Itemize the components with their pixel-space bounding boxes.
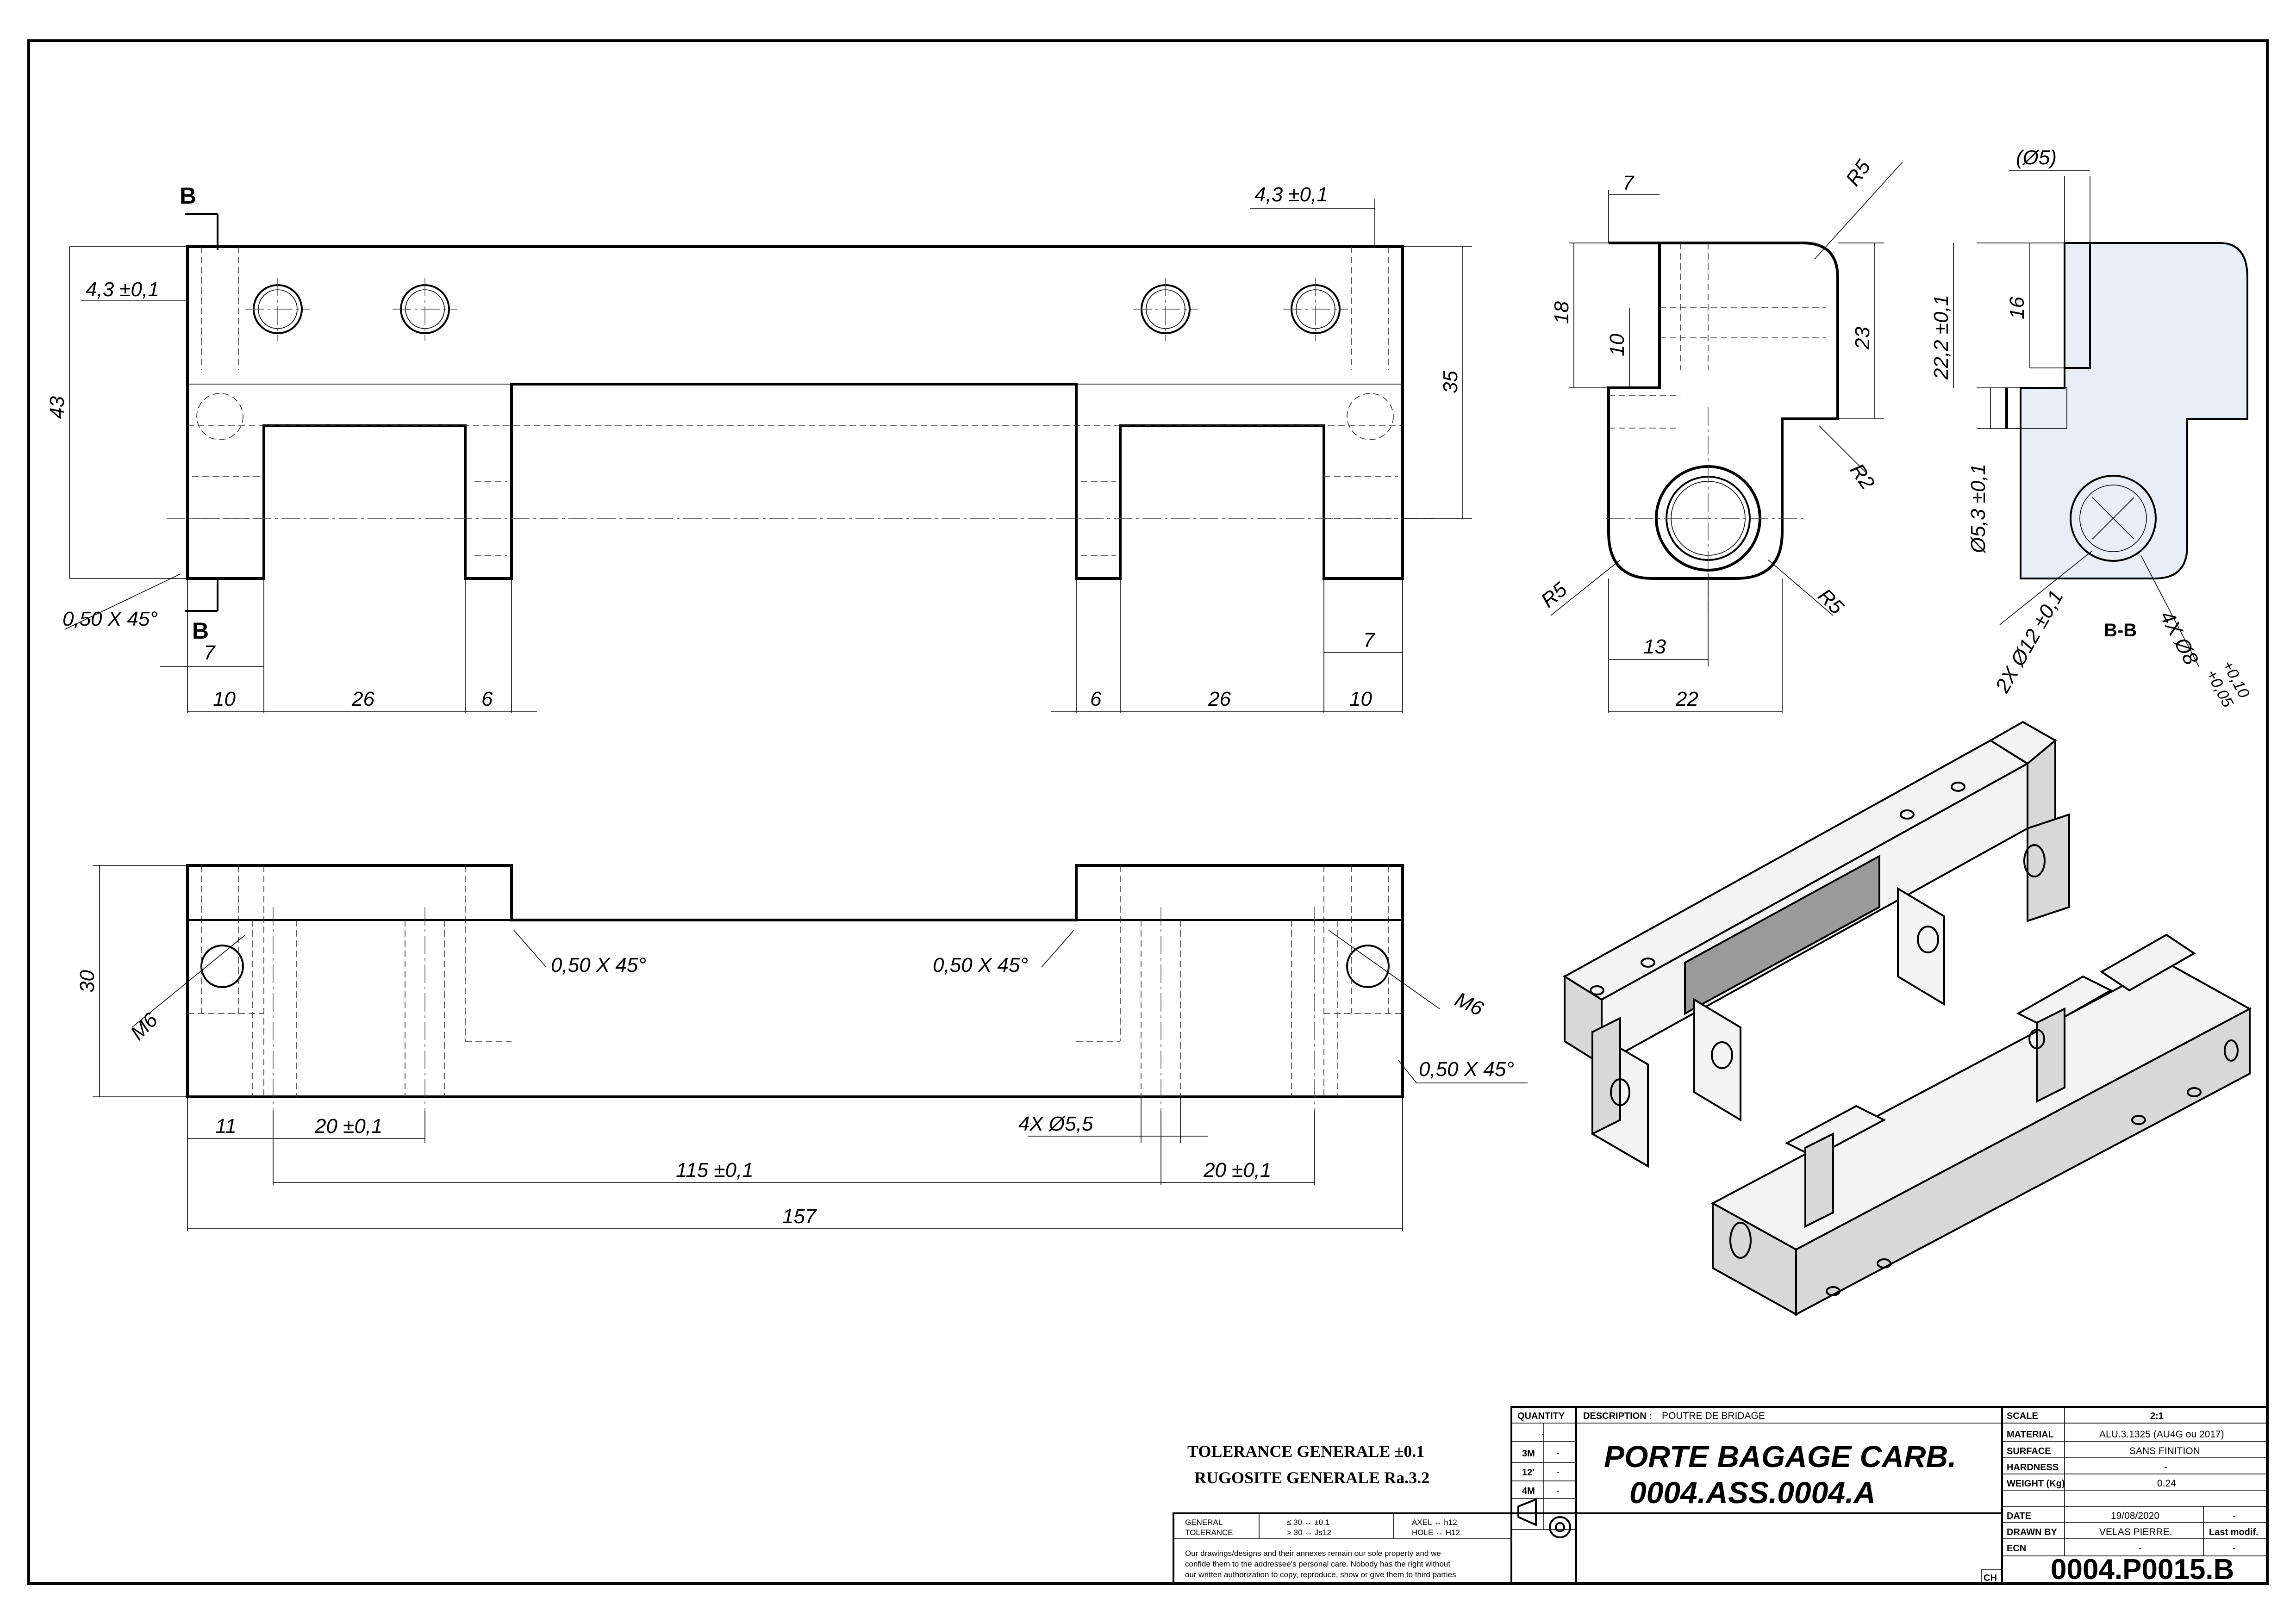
dim-label: 43 <box>46 396 69 419</box>
dim-label: R2 <box>1846 460 1879 494</box>
quantity-row-key: 3M <box>1522 1449 1535 1459</box>
weight-label: WEIGHT (Kg) <box>2007 1479 2065 1489</box>
general-tolerance-note: TOLERANCE GENERALE ±0.1 <box>1187 1442 1424 1461</box>
dim-label: 20 ±0,1 <box>314 1115 382 1138</box>
front-view: B B 4,3 ±0,1 4,3 ±0,1 43 35 0,50 X 45° 7… <box>46 183 1472 713</box>
dim-label: 4X Ø8 <box>2155 607 2202 669</box>
drawing-assembly-number: 0004.ASS.0004.A <box>1629 1475 1876 1510</box>
dim-label: 2X Ø12 ±0,1 <box>1991 586 2068 697</box>
general-tol-label: TOLERANCE <box>1185 1528 1233 1537</box>
dim-label: 22 <box>1675 688 1698 710</box>
top-view: 30 M6 M6 0,50 X 45° 0,50 X 45° 0,50 X 45… <box>76 864 1528 1231</box>
scale-label: SCALE <box>2007 1411 2038 1421</box>
dim-label: 11 <box>215 1115 237 1138</box>
dim-label: 6 <box>481 688 493 710</box>
dim-label: 26 <box>351 688 374 710</box>
ecn-label: ECN <box>2007 1543 2026 1554</box>
general-tol-hole: HOLE ↔ H12 <box>1412 1528 1460 1537</box>
dim-label: 115 ±0,1 <box>676 1159 754 1181</box>
legal-notice: our written authorization to copy, repro… <box>1185 1570 1456 1579</box>
quantity-row-value: - <box>1556 1448 1560 1459</box>
dim-label: 20 ±0,1 <box>1203 1159 1271 1181</box>
quantity-value: - <box>1541 1429 1545 1439</box>
weight-value: 0.24 <box>2157 1478 2176 1489</box>
quantity-label: QUANTITY <box>1517 1411 1565 1421</box>
dim-label: 10 <box>1606 334 1628 356</box>
drawing-title: PORTE BAGAGE CARB. <box>1604 1439 1957 1474</box>
dim-label: 13 <box>1643 635 1666 658</box>
section-label: B-B <box>2104 620 2137 640</box>
dim-label: 4X Ø5,5 <box>1018 1113 1093 1135</box>
material-label: MATERIAL <box>2007 1430 2054 1440</box>
scale-value: 2:1 <box>2150 1411 2164 1421</box>
projection-symbol-circle <box>1549 1516 1571 1538</box>
general-tol-row: ≤ 30 ↔ ±0.1 <box>1287 1518 1329 1527</box>
dim-label: R5 <box>1814 584 1848 619</box>
surface-roughness-note: RUGOSITE GENERALE Ra.3.2 <box>1194 1468 1429 1487</box>
last-modif-label: Last modif. <box>2209 1527 2259 1537</box>
dim-label: 6 <box>1090 688 1102 710</box>
side-view: 7 18 10 23 13 22 R5 R2 R5 R5 <box>1537 155 1903 713</box>
dim-label: 10 <box>213 688 236 710</box>
dim-label: Ø5,3 ±0,1 <box>1967 464 1990 554</box>
dim-label: 10 <box>1349 688 1372 710</box>
section-view: (Ø5) 16 22,2 ±0,1 Ø5,3 ±0,1 2X Ø12 ±0,1 … <box>1930 146 2253 710</box>
surface-label: SURFACE <box>2007 1446 2051 1456</box>
dim-label: 26 <box>1208 688 1231 710</box>
dim-label: 22,2 ±0,1 <box>1930 295 1953 380</box>
drawn-by-value: VELAS PIERRE. <box>2099 1527 2172 1537</box>
hardness-label: HARDNESS <box>2007 1462 2059 1473</box>
dim-label: M6 <box>126 1008 162 1045</box>
dim-label: 30 <box>76 970 99 993</box>
date-label: DATE <box>2007 1511 2031 1521</box>
dim-label: R5 <box>1537 578 1572 612</box>
dim-label: 4,3 ±0,1 <box>86 278 159 301</box>
dim-label: 0,50 X 45° <box>1419 1058 1514 1081</box>
ecn-value: - <box>2139 1543 2142 1554</box>
sheet-border <box>27 39 2269 1585</box>
description-label: DESCRIPTION : <box>1583 1411 1652 1421</box>
dim-label: 4,3 ±0,1 <box>1254 183 1328 206</box>
quantity-row-value: - <box>1556 1486 1560 1496</box>
dim-label: 18 <box>1550 301 1573 324</box>
quantity-row-value: - <box>1556 1467 1560 1478</box>
dim-label: 16 <box>2006 297 2028 319</box>
quantity-row-key: 12' <box>1522 1468 1535 1478</box>
section-mark-top: B <box>180 183 196 209</box>
dim-label: 0,50 X 45° <box>933 954 1028 976</box>
dim-label: 7 <box>1622 172 1635 194</box>
title-block: QUANTITY - 3M - 12' - 4M - DESCRIPTION :… <box>1173 1406 2268 1586</box>
isometric-view <box>1563 721 2252 1316</box>
dim-label: M6 <box>1452 988 1487 1020</box>
dim-label: (Ø5) <box>2016 146 2057 169</box>
dim-label: 7 <box>204 641 216 664</box>
ch-box: CH <box>1984 1573 1997 1583</box>
projection-symbol <box>1517 1498 1537 1527</box>
dim-label: 0,50 X 45° <box>551 954 646 976</box>
ecn-extra: - <box>2233 1543 2236 1554</box>
date-value: 19/08/2020 <box>2111 1511 2159 1521</box>
quantity-row-key: 4M <box>1522 1486 1535 1496</box>
dim-label: 35 <box>1439 371 1462 393</box>
section-mark-bottom: B <box>192 618 209 644</box>
general-tol-label: GENERAL <box>1185 1518 1223 1527</box>
legal-notice: Our drawings/designs and their annexes r… <box>1185 1549 1441 1558</box>
dim-label: 7 <box>1363 629 1375 652</box>
dim-label: R5 <box>1841 155 1875 190</box>
general-tol-axel: AXEL ↔ h12 <box>1412 1518 1457 1527</box>
legal-notice: confide them to the addressee's personal… <box>1185 1560 1450 1568</box>
description-value: POUTRE DE BRIDAGE <box>1662 1411 1765 1421</box>
drawn-by-label: DRAWN BY <box>2007 1527 2058 1537</box>
dim-label: 23 <box>1851 327 1874 350</box>
general-tol-row: > 30 ↔ Js12 <box>1287 1528 1331 1537</box>
hardness-value: - <box>2164 1462 2167 1473</box>
dim-label: 0,50 X 45° <box>62 608 158 630</box>
drawing-number: 0004.P0015.B <box>2051 1554 2234 1586</box>
surface-value: SANS FINITION <box>2129 1446 2200 1456</box>
date-extra: - <box>2233 1511 2236 1521</box>
dim-label: 157 <box>782 1205 817 1228</box>
material-value: ALU.3.1325 (AU4G ou 2017) <box>2099 1429 2224 1440</box>
